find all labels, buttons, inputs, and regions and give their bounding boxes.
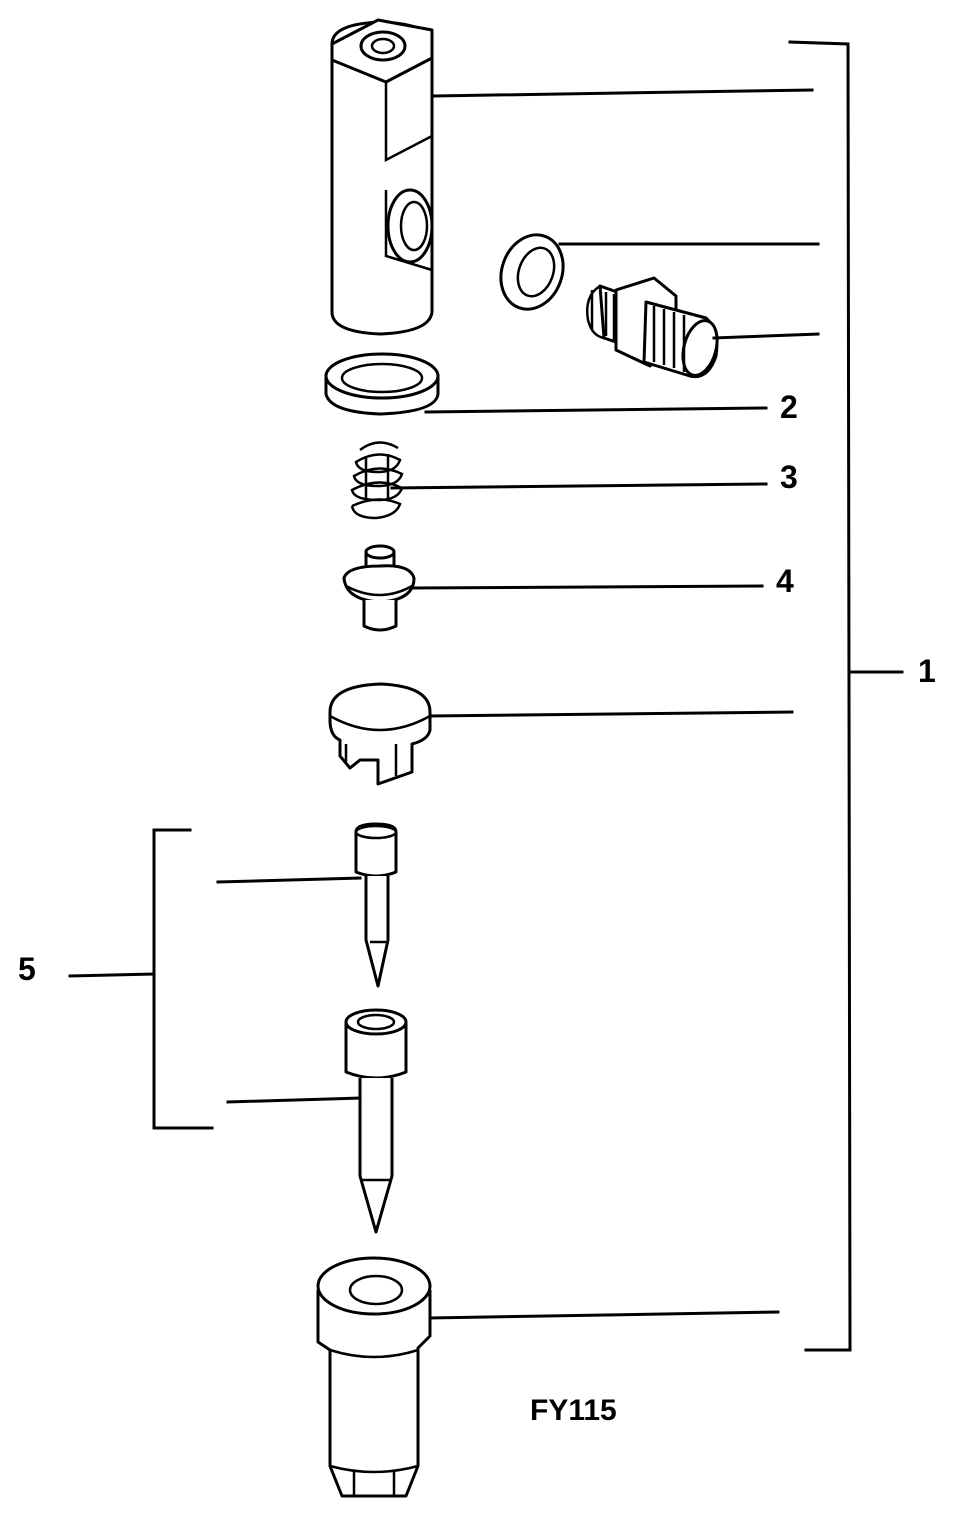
- bracket-item-1: [788, 40, 904, 1352]
- part-5-needle: [354, 822, 398, 988]
- part-4-valve: [342, 544, 416, 632]
- side-sealing-washer: [499, 233, 565, 311]
- part-5-nozzle: [344, 1008, 408, 1234]
- intermediate-spacer: [328, 682, 432, 786]
- callout-2: 2: [780, 389, 798, 425]
- callout-5: 5: [18, 951, 36, 987]
- bracket-item-5: [68, 828, 214, 1130]
- callout-1: 1: [918, 653, 936, 689]
- union-fitting: [586, 276, 719, 379]
- part-2-sealing-ring: [324, 352, 440, 416]
- callout-4: 4: [776, 563, 794, 599]
- injector-body: [330, 18, 434, 336]
- callout-3: 3: [780, 459, 798, 495]
- nozzle-nut: [316, 1256, 432, 1498]
- figure-code: FY115: [530, 1394, 617, 1427]
- leader-lines: [216, 88, 820, 1320]
- part-3-spring: [350, 441, 404, 520]
